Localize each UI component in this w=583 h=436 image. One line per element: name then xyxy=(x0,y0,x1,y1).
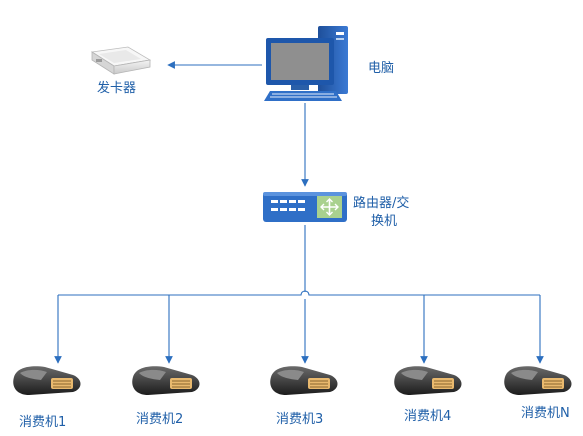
router-label-line1: 路由器/交 xyxy=(353,196,410,211)
terminal-n-icon xyxy=(504,366,572,395)
terminal-n-label: 消费机N xyxy=(521,406,570,421)
distribution-bus xyxy=(58,290,540,296)
connection-lines xyxy=(54,61,544,364)
card-issuer-label: 发卡器 xyxy=(97,81,137,96)
card-issuer-icon xyxy=(90,46,152,75)
computer-icon xyxy=(264,26,348,101)
router-label-line2: 换机 xyxy=(371,214,398,229)
terminal-4-label: 消费机4 xyxy=(404,409,452,424)
router-switch-icon xyxy=(263,192,347,222)
computer-label: 电脑 xyxy=(368,61,395,76)
terminal-2-icon xyxy=(132,366,200,395)
terminal-1-icon xyxy=(13,366,81,395)
terminal-2-label: 消费机2 xyxy=(136,412,184,427)
terminal-3-icon xyxy=(270,366,338,395)
terminal-3-label: 消费机3 xyxy=(276,412,324,427)
terminal-4-icon xyxy=(394,366,462,395)
terminal-1-label: 消费机1 xyxy=(19,415,67,430)
